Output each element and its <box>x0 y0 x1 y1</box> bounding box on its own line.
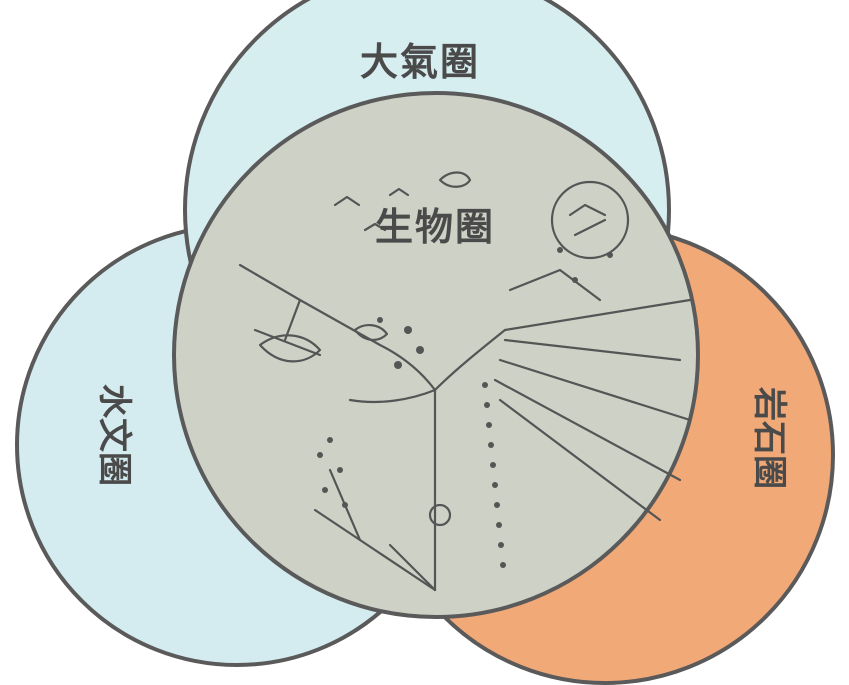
atmosphere-label: 大氣圈 <box>360 40 480 84</box>
lithosphere-label: 岩石圈 <box>749 386 789 489</box>
biosphere-label: 生物圈 <box>375 205 495 249</box>
biosphere-circle <box>172 91 700 619</box>
hydrosphere-label: 水文圈 <box>94 384 134 486</box>
biosphere-dots <box>317 247 613 568</box>
biosphere-illustration <box>238 171 692 592</box>
